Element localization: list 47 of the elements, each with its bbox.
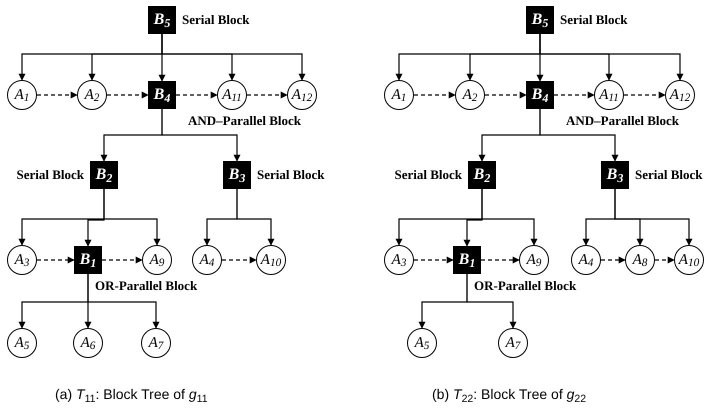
- block-label: OR-Parallel Block: [95, 277, 198, 295]
- arrow: [161, 34, 306, 81]
- dashed-arrow: [601, 256, 626, 264]
- dashed-arrow: [554, 92, 595, 98]
- figure-caption: (a) T$_{11}$: Block Tree of g$_{11}$: [55, 385, 208, 405]
- block-square: B$_{5}$: [526, 6, 554, 34]
- block-label: Serial Block: [394, 166, 462, 184]
- block-square: B$_{2}$: [468, 161, 496, 189]
- arrow: [466, 274, 516, 329]
- dashed-arrow: [222, 256, 257, 264]
- arrow: [539, 109, 618, 162]
- dashed-arrow: [107, 92, 149, 98]
- block-label: OR-Parallel Block: [474, 277, 576, 295]
- dashed-arrow: [102, 256, 143, 264]
- block-square: B$_{3}$: [601, 161, 629, 189]
- block-label: Serial Block: [635, 166, 703, 184]
- block-square: B$_{2}$: [90, 161, 118, 189]
- arrow: [103, 189, 160, 246]
- block-label: Serial Block: [257, 166, 325, 184]
- arrow: [614, 189, 692, 246]
- arrow: [539, 34, 684, 81]
- dashed-arrow: [485, 92, 527, 98]
- dashed-arrow: [247, 92, 288, 98]
- block-label: Serial Block: [182, 11, 250, 29]
- dashed-arrow: [414, 92, 456, 98]
- dashed-arrow: [414, 256, 454, 264]
- block-square: B$_{1}$: [453, 246, 481, 274]
- arrow: [87, 274, 160, 329]
- dashed-arrow: [481, 256, 520, 264]
- dashed-arrow: [37, 92, 78, 98]
- dashed-arrow: [624, 92, 666, 98]
- block-square: B$_{4}$: [526, 81, 554, 109]
- arrow: [236, 189, 274, 246]
- block-label: Serial Block: [560, 11, 628, 29]
- dashed-arrow: [176, 92, 218, 98]
- block-square: B$_{4}$: [148, 81, 176, 109]
- block-label: AND–Parallel Block: [188, 112, 302, 130]
- dashed-arrow: [655, 256, 675, 264]
- block-square: B$_{5}$: [148, 6, 176, 34]
- block-label: Serial Block: [16, 166, 84, 184]
- block-square: B$_{3}$: [223, 161, 251, 189]
- arrow: [481, 189, 538, 246]
- figure-caption: (b) T$_{22}$: Block Tree of g$_{22}$: [432, 385, 586, 405]
- dashed-arrow: [37, 256, 75, 264]
- block-square: B$_{1}$: [74, 246, 102, 274]
- block-label: AND–Parallel Block: [566, 112, 680, 130]
- arrow: [161, 109, 240, 162]
